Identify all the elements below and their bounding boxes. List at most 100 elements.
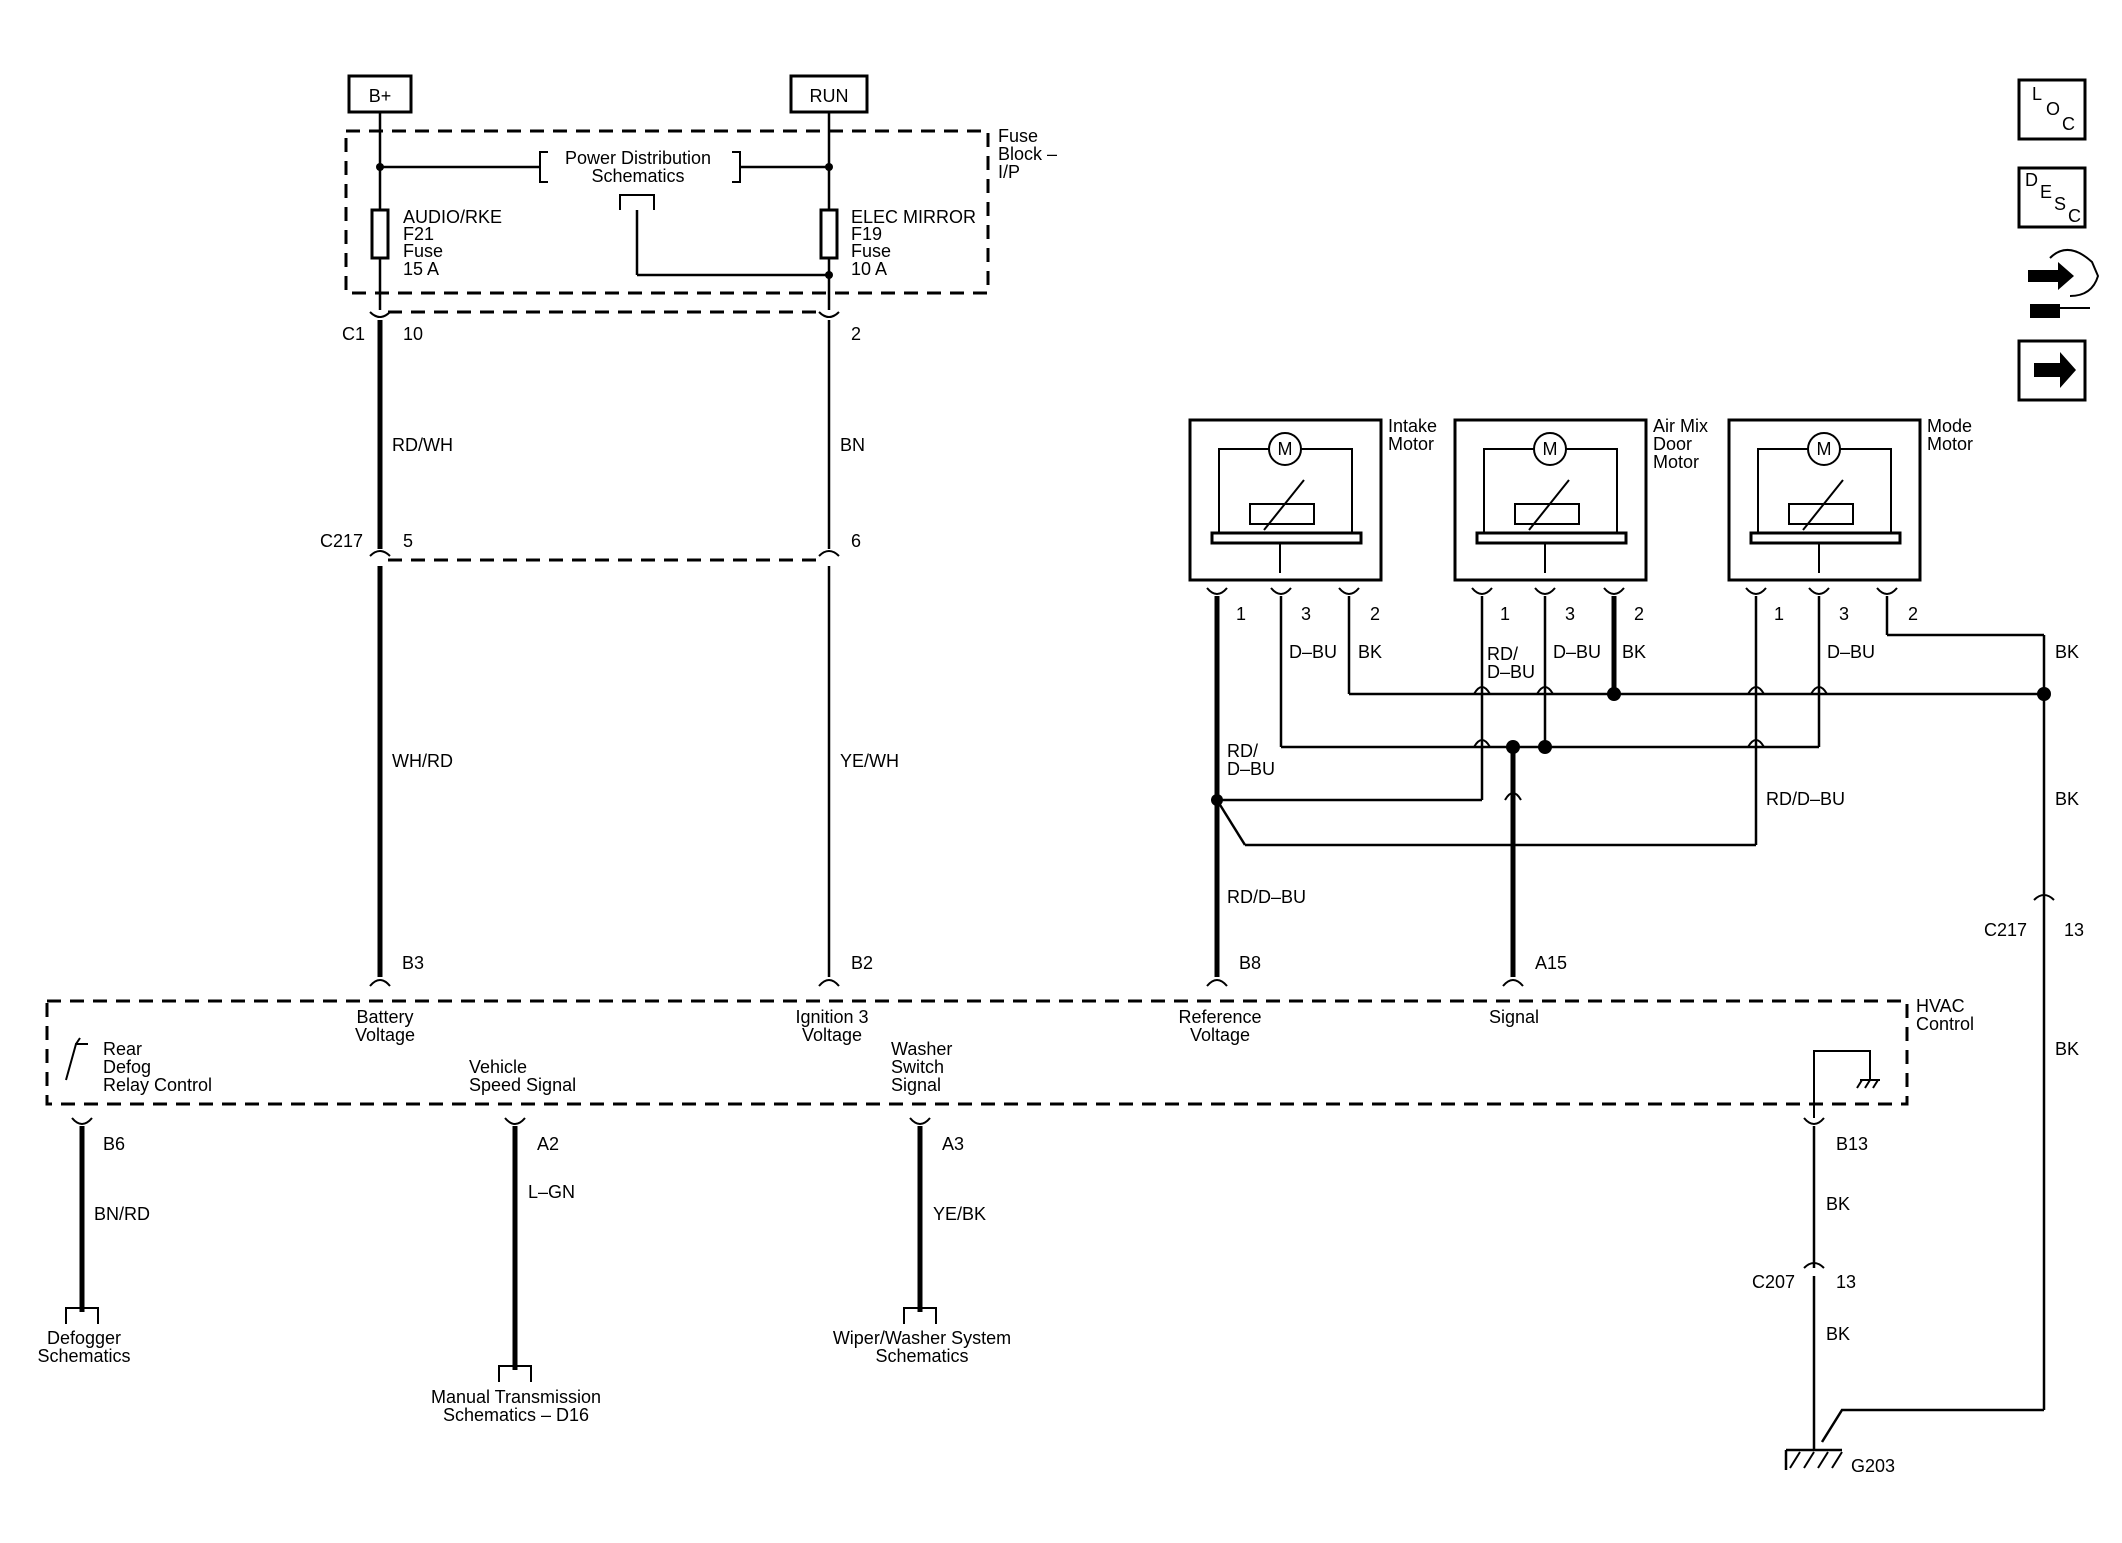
- wire-intake-dbu: D–BU: [1289, 642, 1337, 662]
- airmix-motor-label-2: Door: [1653, 434, 1692, 454]
- desc-icon[interactable]: D E S C: [2017, 166, 2087, 229]
- wire-lgn: L–GN: [528, 1182, 575, 1202]
- fuse-right-name: ELEC MIRROR: [851, 207, 976, 227]
- battery-voltage-label-2: Voltage: [355, 1025, 415, 1045]
- loc-icon[interactable]: L O C: [2017, 78, 2087, 141]
- fuse-right-rating: 10 A: [851, 259, 887, 279]
- vehicle-speed-label-1: Vehicle: [469, 1057, 527, 1077]
- hvac-label-1: HVAC: [1916, 996, 1965, 1016]
- c217-right-pin: 13: [2064, 920, 2084, 940]
- wire-bn: BN: [840, 435, 865, 455]
- wire-airmix-dbu: D–BU: [1487, 662, 1535, 682]
- signal-label: Signal: [1489, 1007, 1539, 1027]
- wire-whrd: WH/RD: [392, 751, 453, 771]
- washer-switch-label-3: Signal: [891, 1075, 941, 1095]
- next-arrow-icon[interactable]: [2017, 339, 2087, 402]
- intake-pin-1: 1: [1236, 604, 1246, 624]
- intake-motor-label-1: Intake: [1388, 416, 1437, 436]
- c1-label: C1: [342, 324, 365, 344]
- wire-airmix-pin3-dbu: D–BU: [1553, 642, 1601, 662]
- hvac-pin-a2: A2: [537, 1134, 559, 1154]
- mode-motor-label-1: Mode: [1927, 416, 1972, 436]
- intake-pin-3: 3: [1301, 604, 1311, 624]
- wire-airmix-rd: RD/: [1487, 644, 1518, 664]
- c207-label: C207: [1752, 1272, 1795, 1292]
- wire-intake-bk: BK: [1358, 642, 1382, 662]
- pds-label-1: Power Distribution: [565, 148, 711, 168]
- wire-airmix-bk: BK: [1622, 642, 1646, 662]
- motor-wiring: [1211, 596, 2051, 1410]
- connector-hand-icon[interactable]: [2028, 249, 2100, 318]
- manual-trans-label-2: Schematics – D16: [443, 1405, 589, 1425]
- loc-icon-l: L: [2032, 84, 2042, 104]
- battery-voltage-label-1: Battery: [356, 1007, 413, 1027]
- wire-yebk: YE/BK: [933, 1204, 986, 1224]
- wire-b13-bk: BK: [1826, 1194, 1850, 1214]
- mode-motor-label-2: Motor: [1927, 434, 1973, 454]
- mode-pin-2: 2: [1908, 604, 1918, 624]
- wire-yewh: YE/WH: [840, 751, 899, 771]
- c217-pin-5: 5: [403, 531, 413, 551]
- connector-c217-right: C217 13: [1984, 894, 2084, 940]
- wire-ref-rd: RD/: [1227, 741, 1258, 761]
- loc-icon-o: O: [2046, 99, 2060, 119]
- connector-c1: C1 10 2: [342, 310, 861, 344]
- wire-c207-bk: BK: [1826, 1324, 1850, 1344]
- c217-label: C217: [320, 531, 363, 551]
- desc-icon-c: C: [2068, 206, 2081, 226]
- wire-mode-rd-dbu: RD/D–BU: [1766, 789, 1845, 809]
- wire-rdwh: RD/WH: [392, 435, 453, 455]
- desc-icon-e: E: [2040, 182, 2052, 202]
- wiper-destination: Wiper/Washer System Schematics: [833, 1307, 1011, 1366]
- hvac-pin-b6: B6: [103, 1134, 125, 1154]
- hvac-pin-b8: B8: [1239, 953, 1261, 973]
- loc-icon-c: C: [2062, 114, 2075, 134]
- rear-defog-label-1: Rear: [103, 1039, 142, 1059]
- fuse-right-id: F19: [851, 224, 882, 244]
- rear-defog-label-3: Relay Control: [103, 1075, 212, 1095]
- washer-switch-label-2: Switch: [891, 1057, 944, 1077]
- c1-pin-10: 10: [403, 324, 423, 344]
- defogger-label-2: Schematics: [37, 1346, 130, 1366]
- bplus-label: B+: [369, 86, 392, 106]
- intake-motor: M Intake Motor: [1188, 416, 1437, 582]
- connector-c217: C217 5 6: [320, 531, 861, 562]
- intake-motor-m: M: [1278, 439, 1293, 459]
- fuse-block-label-2: Block –: [998, 144, 1057, 164]
- wire-ref-dbu: D–BU: [1227, 759, 1275, 779]
- hvac-control: HVAC Control B3 B2 B8 A15 Battery Voltag…: [45, 953, 1974, 1154]
- hvac-pin-a3: A3: [942, 1134, 964, 1154]
- motor-pins: 1 3 2 1 3 2 1 3 2: [1206, 587, 1918, 624]
- desc-icon-s: S: [2054, 194, 2066, 214]
- fuse-block: Fuse Block – I/P Power Distribution Sche…: [344, 112, 1057, 310]
- ground-path: BK C207 13 BK G203: [1752, 1126, 2044, 1476]
- manual-trans-destination: Manual Transmission Schematics – D16: [431, 1365, 601, 1425]
- ignition-voltage-label-1: Ignition 3: [795, 1007, 868, 1027]
- wire-ref-rd-dbu: RD/D–BU: [1227, 887, 1306, 907]
- fuse-left-type: Fuse: [403, 241, 443, 261]
- fuse-left-id: F21: [403, 224, 434, 244]
- airmix-motor: M Air Mix Door Motor: [1453, 416, 1708, 582]
- fuse-left-rating: 15 A: [403, 259, 439, 279]
- wire-bnrd: BN/RD: [94, 1204, 150, 1224]
- ground-label: G203: [1851, 1456, 1895, 1476]
- hvac-pin-a15: A15: [1535, 953, 1567, 973]
- airmix-motor-m: M: [1543, 439, 1558, 459]
- airmix-pin-1: 1: [1500, 604, 1510, 624]
- c217-right-label: C217: [1984, 920, 2027, 940]
- wire-right-bk-3: BK: [2055, 1039, 2079, 1059]
- fuse-left-name: AUDIO/RKE: [403, 207, 502, 227]
- c217-pin-6: 6: [851, 531, 861, 551]
- c1-pin-2: 2: [851, 324, 861, 344]
- wire-right-bk-1: BK: [2055, 642, 2079, 662]
- intake-motor-label-2: Motor: [1388, 434, 1434, 454]
- washer-switch-label-1: Washer: [891, 1039, 952, 1059]
- hvac-pin-b3: B3: [402, 953, 424, 973]
- mode-motor-m: M: [1817, 439, 1832, 459]
- run-label: RUN: [810, 86, 849, 106]
- airmix-motor-label-1: Air Mix: [1653, 416, 1708, 436]
- c207-pin: 13: [1836, 1272, 1856, 1292]
- reference-voltage-label-1: Reference: [1178, 1007, 1261, 1027]
- wiper-label-2: Schematics: [875, 1346, 968, 1366]
